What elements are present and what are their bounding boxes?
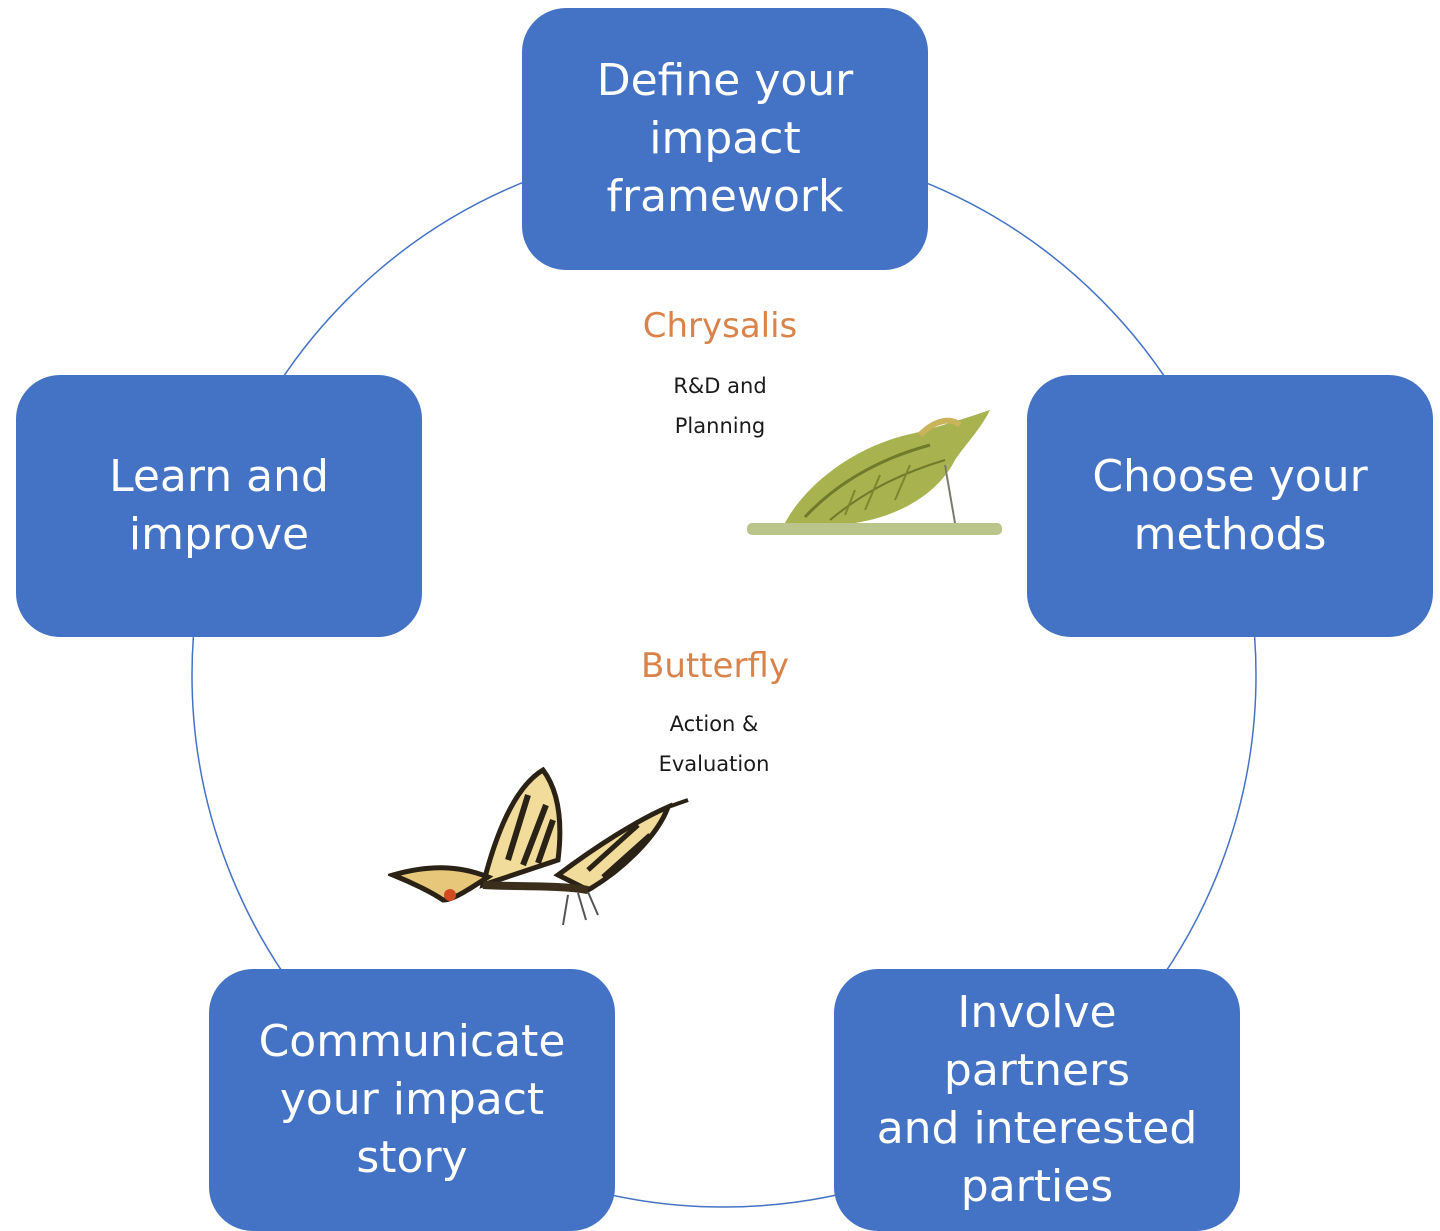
step-label: Choose your methods [1092, 451, 1368, 560]
step-label: Communicate your impact story [258, 1016, 566, 1183]
step-choose-methods[interactable]: Choose your methods [1027, 375, 1433, 637]
butterfly-title: Butterfly [641, 646, 789, 686]
step-communicate-story[interactable]: Communicate your impact story [209, 969, 615, 1231]
step-involve-partners[interactable]: Involve partners and interested parties [834, 969, 1240, 1231]
butterfly-subtitle: Action & Evaluation [658, 712, 770, 776]
chrysalis-subtitle: R&D and Planning [673, 374, 767, 438]
butterfly-icon [388, 766, 689, 926]
step-label: Learn and improve [109, 451, 329, 560]
chrysalis-title: Chrysalis [642, 306, 798, 346]
step-label: Involve partners and interested parties [876, 987, 1198, 1212]
chrysalis-icon [747, 410, 1002, 535]
step-learn-improve[interactable]: Learn and improve [16, 375, 422, 637]
step-label: Define your impact framework [596, 55, 854, 222]
step-define-impact-framework[interactable]: Define your impact framework [522, 8, 928, 270]
